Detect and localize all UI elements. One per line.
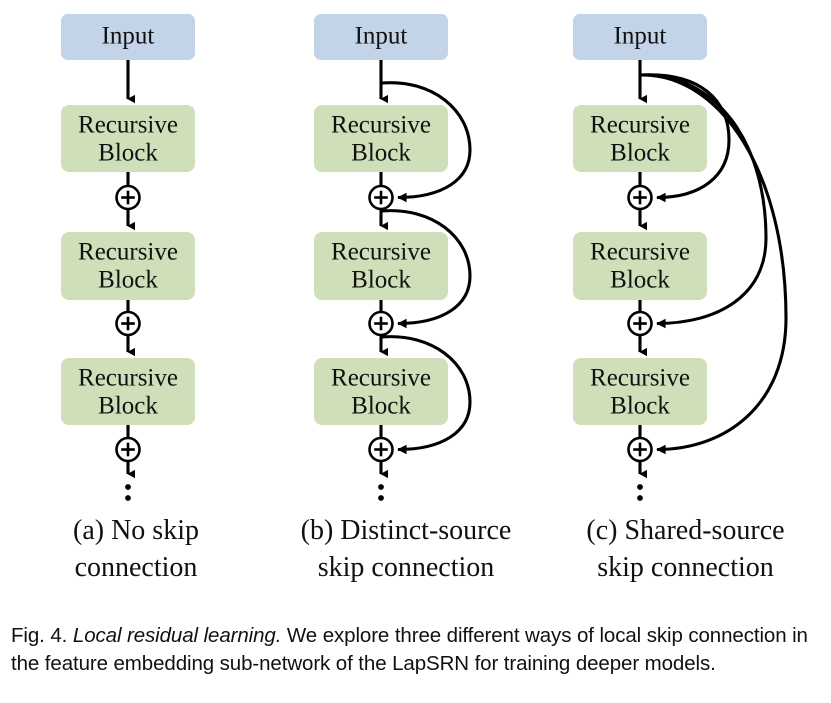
recursive-block-a-3-line2: Block (98, 393, 158, 420)
skip-curve-b-3 (381, 335, 472, 455)
recursive-block-a-3-line1: Recursive (78, 365, 178, 392)
ellipsis-dot-c-1 (637, 484, 643, 490)
subcaption-c: (c) Shared-source skip connection (540, 512, 831, 602)
input-block-b (314, 14, 448, 60)
recursive-block-b-2-line1: Recursive (331, 239, 431, 266)
subcaption-c-line2: skip connection (597, 552, 774, 583)
recursive-block-a-1-line2: Block (98, 140, 158, 167)
subcaption-a-line2: connection (74, 552, 198, 583)
ellipsis-dot-b-2 (378, 495, 384, 501)
recursive-block-a-2-line1: Recursive (78, 239, 178, 266)
recursive-block-c-3-line2: Block (610, 393, 670, 420)
skip-curve-b-1 (381, 81, 472, 203)
recursive-block-b-1-line1: Recursive (331, 112, 431, 139)
recursive-block-b-1 (314, 105, 448, 172)
recursive-block-b-2-line2: Block (351, 267, 411, 294)
figure-caption: Fig. 4. Local residual learning. We expl… (11, 622, 823, 677)
subcaption-b-line2: skip connection (317, 552, 495, 583)
ellipsis-dot-a-2 (125, 495, 131, 501)
subcaption-a: (a) No skip connection (0, 512, 272, 602)
recursive-block-b-3 (314, 358, 448, 425)
skip-curve-c-2 (640, 73, 768, 329)
figure-caption-body: We explore three different ways of local… (11, 624, 808, 675)
subcaption-b: (b) Distinct-source skip connection (272, 512, 540, 602)
recursive-block-a-2 (61, 232, 195, 300)
panel-a: Input Recursive Block Recursive Block Re… (61, 14, 195, 501)
input-block-c (573, 14, 707, 60)
subcaption-row: (a) No skip connection (b) Distinct-sour… (0, 512, 831, 602)
recursive-block-b-1-line2: Block (351, 140, 411, 167)
ellipsis-dot-b-1 (378, 484, 384, 490)
panel-b: Input Recursive Block Recursive Block (314, 14, 472, 501)
input-block-label-b: Input (355, 23, 408, 50)
recursive-block-c-2-line1: Recursive (590, 239, 690, 266)
diagram-canvas: Input Recursive Block Recursive Block Re… (61, 14, 788, 501)
recursive-block-a-1-line1: Recursive (78, 112, 178, 139)
recursive-block-c-1-line1: Recursive (590, 112, 690, 139)
subcaption-c-line1: (c) Shared-source (586, 515, 785, 546)
recursive-block-a-1 (61, 105, 195, 172)
figure-caption-label: Fig. 4. (11, 624, 68, 647)
recursive-block-b-3-line1: Recursive (331, 365, 431, 392)
skip-curve-b-2 (381, 209, 472, 329)
input-block-label-a: Input (102, 23, 155, 50)
skip-curve-c-3 (640, 73, 788, 455)
input-block-a (61, 14, 195, 60)
input-block-label-c: Input (614, 23, 667, 50)
recursive-block-c-1-line2: Block (610, 140, 670, 167)
recursive-block-a-3 (61, 358, 195, 425)
recursive-block-c-2-line2: Block (610, 267, 670, 294)
recursive-block-c-1 (573, 105, 707, 172)
recursive-block-c-2 (573, 232, 707, 300)
recursive-block-b-3-line2: Block (351, 393, 411, 420)
recursive-block-a-2-line2: Block (98, 267, 158, 294)
recursive-block-c-3-line1: Recursive (590, 365, 690, 392)
skip-curve-c-1 (640, 73, 731, 203)
figure-caption-emphasis: Local residual learning. (72, 624, 282, 647)
ellipsis-dot-c-2 (637, 495, 643, 501)
recursive-block-c-3 (573, 358, 707, 425)
panel-c: Input Recursive Block Recursive Block Re… (573, 14, 788, 501)
subcaption-b-line1: (b) Distinct-source (300, 515, 512, 546)
ellipsis-dot-a-1 (125, 484, 131, 490)
recursive-block-b-2 (314, 232, 448, 300)
subcaption-a-line1: (a) No skip (73, 515, 199, 546)
